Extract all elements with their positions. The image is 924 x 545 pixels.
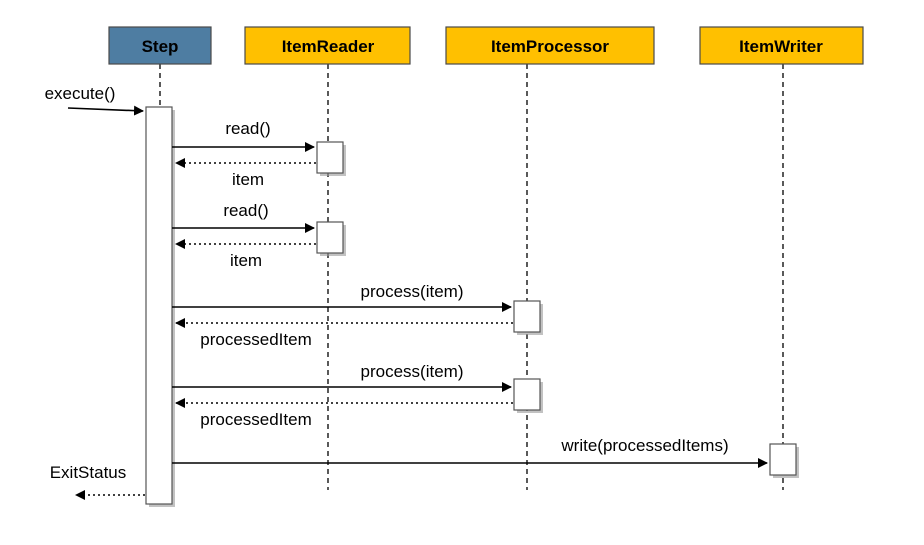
processed-1-label: processedItem — [200, 330, 312, 349]
processor-activation-2 — [513, 378, 541, 411]
processor-activation-1 — [513, 300, 541, 333]
step-lifeline-header: Step — [108, 26, 212, 65]
processor-header-box — [445, 26, 655, 65]
process-2-label: process(item) — [361, 362, 464, 381]
writer-activation — [769, 443, 797, 476]
step-header-box — [108, 26, 212, 65]
execute-arrow — [67, 105, 144, 116]
writer-header-box — [699, 26, 864, 65]
writer-lifeline-header: ItemWriter — [699, 26, 864, 65]
item-1-label: item — [232, 170, 264, 189]
reader-lifeline-header: ItemReader — [244, 26, 411, 65]
read-1-label: read() — [225, 119, 270, 138]
item-2-label: item — [230, 251, 262, 270]
step-activation-bar — [145, 106, 173, 505]
reader-activation-1 — [316, 141, 344, 174]
reader-activation-2 — [316, 221, 344, 254]
processor-lifeline-header: ItemProcessor — [445, 26, 655, 65]
read-2-label: read() — [223, 201, 268, 220]
process-1-label: process(item) — [361, 282, 464, 301]
write-label: write(processedItems) — [560, 436, 728, 455]
step-header-label: Step — [142, 37, 179, 56]
execute-label: execute() — [45, 84, 116, 103]
exit-status-label: ExitStatus — [50, 463, 127, 482]
processor-header-label: ItemProcessor — [491, 37, 609, 56]
writer-header-label: ItemWriter — [739, 37, 823, 56]
reader-header-label: ItemReader — [282, 37, 375, 56]
reader-header-box — [244, 26, 411, 65]
processed-2-label: processedItem — [200, 410, 312, 429]
